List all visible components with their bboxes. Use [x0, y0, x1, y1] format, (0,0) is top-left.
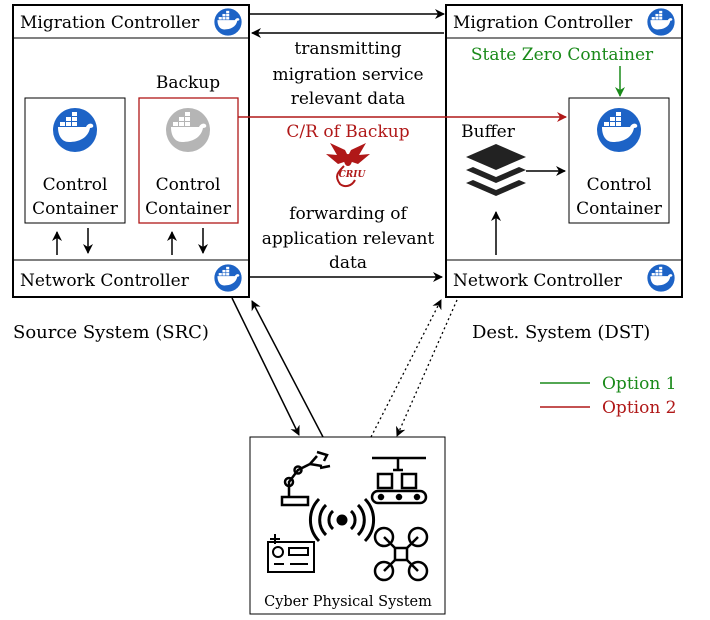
docker-icon — [214, 8, 242, 36]
forwarding-text-line1: forwarding of — [289, 204, 408, 224]
wireless-icon — [308, 497, 376, 543]
backup-container-line2: Container — [145, 199, 232, 219]
migration-text-line3: relevant data — [291, 89, 406, 109]
forwarding-text-line2: application relevant — [262, 229, 435, 249]
buffer-label: Buffer — [461, 122, 516, 142]
legend-option1-label: Option 1 — [602, 374, 677, 394]
src-control-container-line2: Container — [32, 199, 119, 219]
docker-icon — [647, 8, 675, 36]
drone-icon — [373, 526, 429, 582]
docker-icon — [647, 264, 675, 292]
destination-system: Migration Controller State Zero Containe… — [445, 4, 683, 298]
cr-backup-label: C/R of Backup — [286, 122, 409, 142]
conveyor-icon — [370, 456, 428, 505]
backup-container-line1: Control — [156, 175, 221, 195]
cyber-physical-system: Cyber Physical System — [249, 436, 446, 615]
legend: Option 1 Option 2 — [540, 374, 677, 418]
dst-control-container-line1: Control — [587, 175, 652, 195]
src-control-container — [24, 97, 126, 224]
src-network-controller-label: Network Controller — [20, 271, 190, 291]
docker-icon — [214, 264, 242, 292]
migration-text-line2: migration service — [272, 65, 423, 85]
src-migration-controller-label: Migration Controller — [20, 13, 200, 33]
dst-to-cps-dotted-arrow — [396, 299, 458, 437]
src-control-container-line1: Control — [43, 175, 108, 195]
docker-icon — [53, 108, 97, 152]
forwarding-text-line3: data — [329, 253, 367, 273]
dst-migration-controller-label: Migration Controller — [453, 13, 633, 33]
state-zero-label: State Zero Container — [471, 45, 654, 65]
dst-control-container-line2: Container — [576, 199, 663, 219]
source-system: Migration Controller Control Container B… — [12, 4, 250, 298]
dst-network-controller-label: Network Controller — [453, 271, 623, 291]
cps-label: Cyber Physical System — [264, 594, 432, 610]
robot-arm-icon — [280, 450, 331, 507]
legend-option2-label: Option 2 — [602, 398, 677, 418]
cps-to-src-arrow — [251, 300, 324, 438]
dst-system-label: Dest. System (DST) — [472, 322, 650, 343]
docker-icon — [597, 108, 641, 152]
dst-control-container — [568, 97, 670, 224]
src-to-cps-arrow — [231, 297, 300, 436]
src-system-label: Source System (SRC) — [13, 322, 209, 343]
migration-link — [250, 9, 445, 38]
control-panel-icon — [267, 534, 315, 573]
criu-logo-text: CRIU — [339, 170, 367, 180]
criu-logo-icon: CRIU — [326, 143, 370, 188]
docker-icon — [166, 108, 210, 152]
backup-container — [138, 97, 239, 224]
buffer-stack-icon — [466, 144, 526, 196]
migration-text-line1: transmitting — [294, 39, 401, 59]
cps-to-dst-dotted-arrow — [370, 299, 442, 438]
backup-label: Backup — [156, 73, 220, 93]
